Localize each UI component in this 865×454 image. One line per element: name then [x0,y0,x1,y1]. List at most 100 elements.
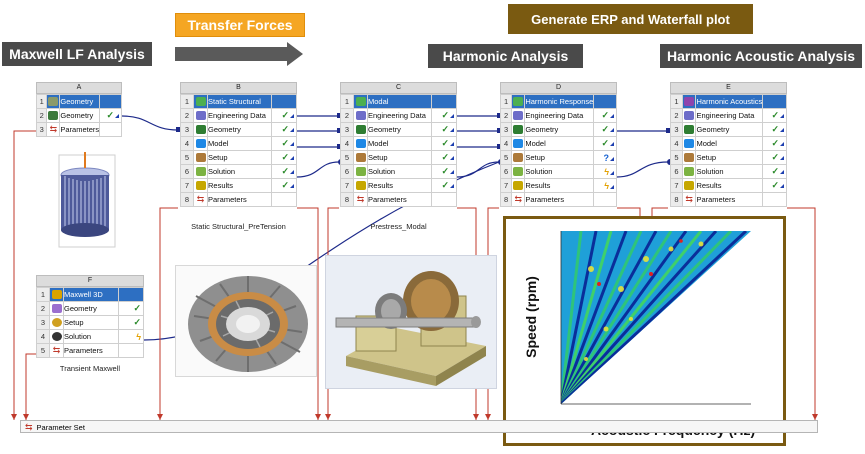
row-label: Setup [63,315,119,330]
parameters-icon: ⇆ [356,194,365,204]
row-number: 1 [35,94,48,109]
check-icon: ✓ [281,180,289,190]
row-number: 7 [670,178,683,193]
check-icon: ✓ [441,124,449,134]
solution-icon [355,167,366,177]
system-f-caption[interactable]: Transient Maxwell [59,364,121,373]
geometry-cell-icon [684,125,695,135]
row-number: 4 [36,329,50,344]
row-number: 4 [340,136,354,151]
system-c-caption[interactable]: Prestress_Modal [370,222,427,231]
row-label: Results [524,178,595,193]
waterfall-ylabel-area: Speed (rpm) [516,229,546,409]
maxwell-3d-icon [51,290,62,300]
row-number: 4 [180,136,194,151]
corner-arrow-icon [450,114,454,118]
system-f-row-5[interactable]: 5⇆Parameters [36,343,144,358]
row-label: Geometry [524,122,595,137]
static-structural-icon [195,97,206,107]
row-number: 8 [670,192,683,207]
refresh-needed-icon: ϟ [604,166,609,177]
row-label: Engineering Data [524,108,595,123]
system-a-row-3[interactable]: 3⇆Parameters [35,122,122,137]
row-number: 7 [499,178,513,193]
row-number: 1 [180,94,194,109]
system-e-row-8[interactable]: 8⇆Parameters [670,192,787,207]
system-d-letter: D [500,82,617,94]
maxwell-model-image [55,150,120,250]
row-label: Solution [695,164,764,179]
parameters-icon: ⇆ [196,194,205,204]
corner-arrow-icon [780,142,784,146]
check-icon: ✓ [441,138,449,148]
row-number: 2 [36,301,50,316]
row-label: Parameters [524,192,595,207]
row-number: 5 [670,150,683,165]
results-icon [355,181,366,191]
row-label: Setup [695,150,764,165]
generate-erp-banner: Generate ERP and Waterfall plot [508,4,753,34]
modal-icon [355,97,366,107]
solution-icon [51,332,62,342]
row-number: 1 [499,94,513,109]
waterfall-ylabel: Speed (rpm) [523,276,539,358]
results-icon [195,181,206,191]
setup-icon [513,153,524,163]
engineering-data-icon [195,111,206,121]
row-label: Geometry [59,94,101,109]
system-b-caption[interactable]: Static Structural_PreTension [191,222,286,231]
row-number: 5 [499,150,513,165]
geometry-cell-icon [48,111,59,121]
stator-render-image [175,265,317,377]
system-c-row-8[interactable]: 8⇆Parameters [340,192,457,207]
row-number: 3 [499,122,513,137]
system-a-row-1[interactable]: 1 Geometry [35,94,122,109]
parameters-icon: ⇆ [49,124,58,134]
model-icon [684,139,695,149]
gearbox-render-image [325,255,497,389]
parameter-set-bar[interactable]: ⇆Parameter Set [20,420,818,433]
system-e-letter: E [670,82,787,94]
system-d-row-8[interactable]: 8⇆Parameters [499,192,617,207]
system-b-row-8[interactable]: 8⇆Parameters [180,192,297,207]
